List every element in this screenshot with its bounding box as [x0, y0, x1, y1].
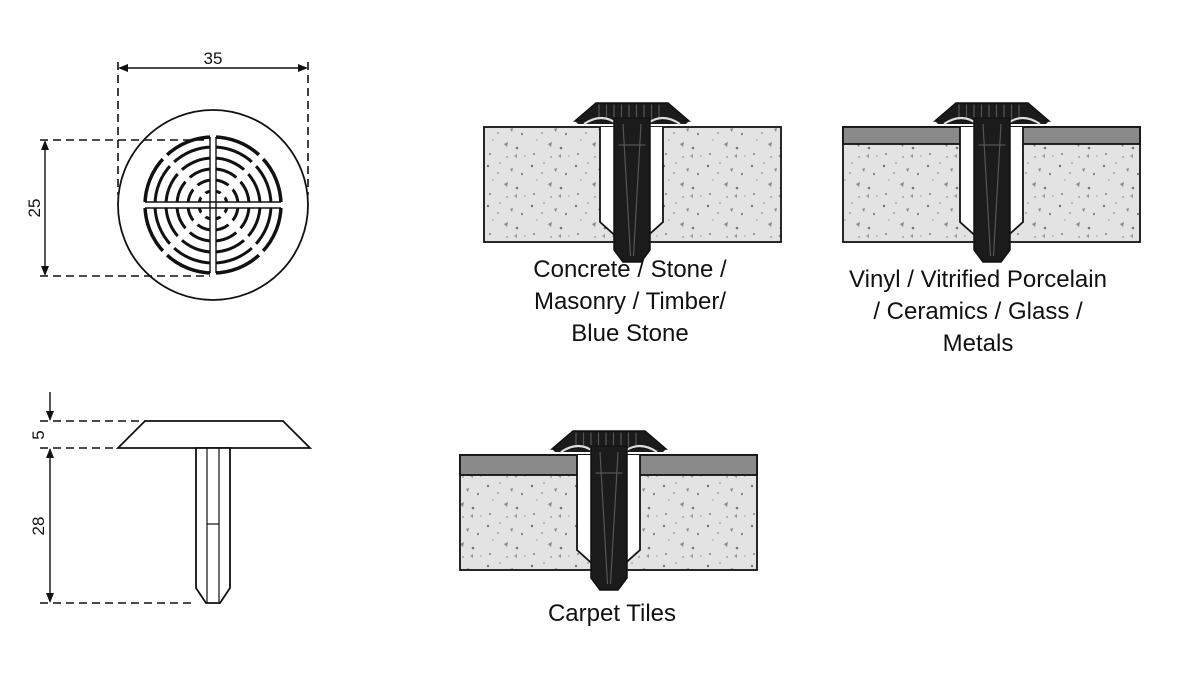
radial-gaps [143, 135, 283, 275]
caption-line: / Ceramics / Glass / [873, 298, 1083, 325]
stud-head-profile [115, 420, 313, 449]
head-thickness-label: 5 [29, 430, 48, 439]
arrow-down-icon [41, 266, 49, 276]
pattern-height-label: 25 [25, 199, 44, 218]
caption-line: Masonry / Timber/ [533, 288, 727, 315]
caption-line: Carpet Tiles [547, 600, 677, 627]
section-carpet [459, 429, 758, 592]
caption-carpet: Carpet Tiles [462, 598, 762, 630]
stud-side-view: 5 28 [29, 392, 313, 604]
caption-line: Vinyl / Vitrified Porcelain [849, 266, 1107, 293]
caption-line: Concrete / Stone / [533, 256, 727, 283]
stud-shank-profile [195, 447, 231, 604]
arrow-down-icon [46, 411, 54, 421]
diameter-label: 35 [204, 49, 223, 68]
caption-line: Blue Stone [571, 320, 689, 347]
arrow-up-icon [46, 448, 54, 458]
arrow-up-icon [41, 140, 49, 150]
radial-spokes [145, 137, 281, 273]
section-concrete [483, 101, 782, 264]
shank-length-label: 28 [29, 517, 48, 536]
caption-line: Metals [942, 330, 1014, 357]
arrow-left-icon [118, 64, 128, 72]
caption-vinyl: Vinyl / Vitrified Porcelain / Ceramics /… [818, 264, 1138, 360]
section-vinyl [842, 101, 1141, 264]
caption-concrete: Concrete / Stone / Masonry / Timber/ Blu… [480, 254, 780, 350]
arrow-down-icon [46, 593, 54, 603]
stud-top-view: 35 25 [25, 49, 309, 301]
arrow-right-icon [298, 64, 308, 72]
